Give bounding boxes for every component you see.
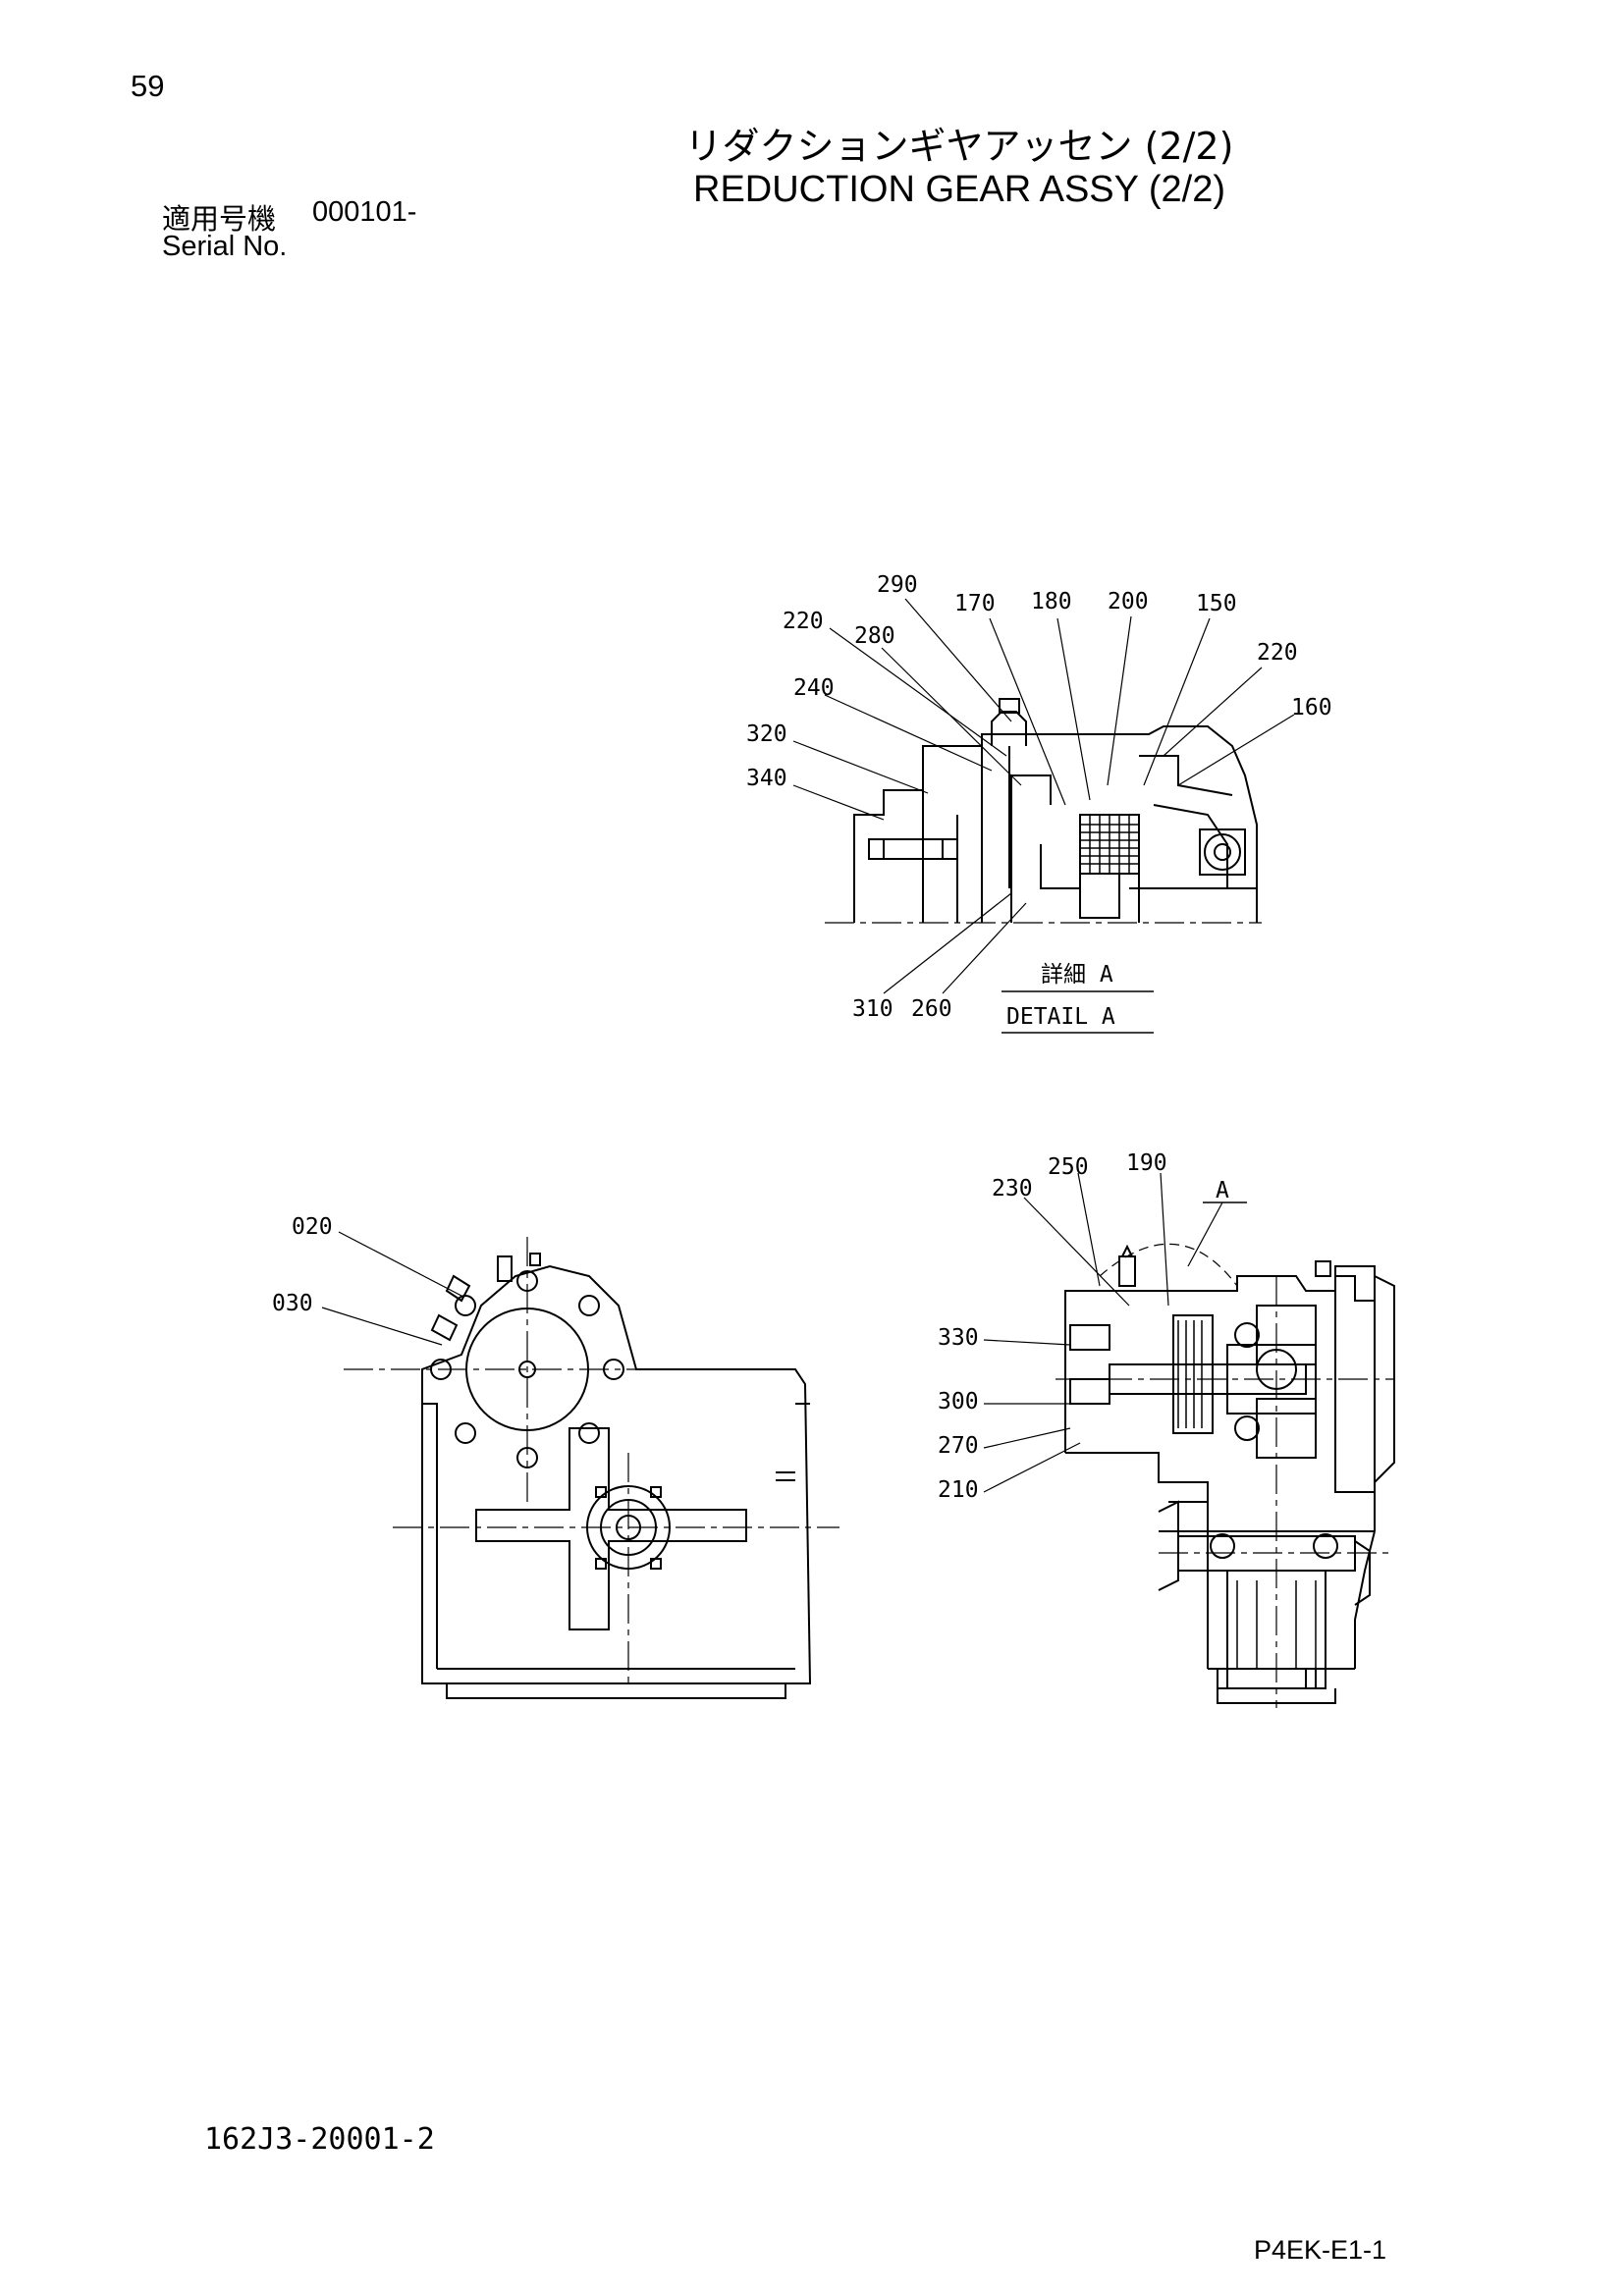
serial-label-japanese: 適用号機 [162,202,277,236]
section-centerlines [1056,1276,1394,1708]
callout-270: 270 [938,1433,979,1459]
callout-320: 320 [746,721,787,747]
callout-030: 030 [272,1291,313,1316]
footer-page-code: P4EK-E1-1 [1254,2235,1387,2265]
callout-340: 340 [746,766,787,791]
callout-290: 290 [877,572,918,598]
callout-230: 230 [992,1176,1033,1201]
callout-240: 240 [793,675,835,701]
callout-310: 310 [852,996,893,1022]
section-leader-lines [983,1172,1169,1493]
detail-leader-lines [792,598,1295,994]
callout-190: 190 [1126,1150,1167,1176]
title-japanese: リダクションギヤアッセン (2/2) [684,125,1234,168]
callout-150: 150 [1196,591,1237,616]
front-centerlines [344,1237,839,1688]
callout-220-upper: 220 [783,609,824,634]
callout-280: 280 [854,623,895,649]
view-marker-a: A [1216,1178,1229,1203]
callout-300: 300 [938,1389,979,1415]
callout-020: 020 [292,1214,333,1240]
front-view [321,1231,839,1699]
flange-bolt-holes [430,1270,624,1468]
callout-210: 210 [938,1477,979,1503]
callout-180: 180 [1031,589,1072,614]
callout-160: 160 [1291,695,1332,721]
callout-330: 330 [938,1325,979,1351]
serial-label-english: Serial No. [162,231,288,262]
callout-170: 170 [954,591,996,616]
section-view [983,1172,1395,1708]
front-leader-lines [321,1231,462,1346]
callout-260: 260 [911,996,952,1022]
detail-label-english: DETAIL A [1006,1004,1115,1030]
callout-220-right: 220 [1257,640,1298,666]
callout-250: 250 [1048,1154,1089,1180]
clutch-plates [1080,815,1139,874]
page-number: 59 [131,69,165,103]
detail-a-view [792,598,1295,1034]
serial-number-value: 000101- [312,196,417,228]
title-english: REDUCTION GEAR ASSY (2/2) [693,169,1225,210]
callout-200: 200 [1108,589,1149,614]
detail-label-japanese: 詳細 A [1041,962,1113,988]
drawing-number: 162J3-20001-2 [204,2122,435,2157]
section-clutch-plates [1177,1320,1203,1428]
